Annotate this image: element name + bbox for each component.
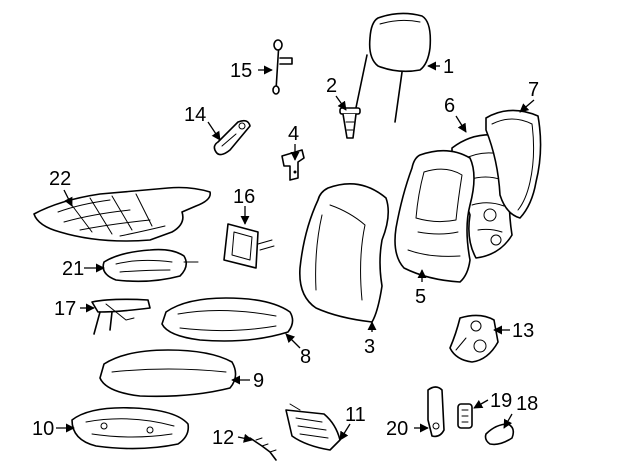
bracket-part — [281, 149, 305, 181]
handle-part — [213, 119, 251, 156]
seat-cover-part — [161, 297, 294, 342]
headrest-part — [352, 12, 432, 123]
seat-back-assembly-part — [394, 149, 475, 283]
callout-9: 9 — [253, 370, 264, 392]
callout-18: 18 — [516, 393, 538, 415]
switch-part — [457, 403, 473, 429]
switch-panel-part — [223, 223, 275, 269]
callout-14: 14 — [184, 104, 206, 126]
callout-20: 20 — [386, 418, 408, 440]
callout-5: 5 — [415, 286, 426, 308]
side-trim-part — [427, 386, 445, 438]
callout-21: 21 — [62, 258, 84, 280]
callout-16: 16 — [233, 186, 255, 208]
callout-4: 4 — [288, 123, 299, 145]
callout-3: 3 — [364, 336, 375, 358]
backrest-cushion-part — [299, 182, 390, 323]
seat-cushion-part — [99, 349, 237, 398]
harness-part — [249, 437, 277, 461]
headrest-guide-part — [339, 107, 361, 139]
recliner-part — [449, 314, 499, 363]
callout-22: 22 — [49, 168, 71, 190]
callout-17: 17 — [54, 298, 76, 320]
callout-1: 1 — [443, 56, 454, 78]
knob-part — [484, 423, 515, 446]
callout-10: 10 — [32, 418, 54, 440]
cushion-heater-part — [102, 248, 199, 283]
callout-19: 19 — [490, 390, 512, 412]
callout-2: 2 — [326, 75, 337, 97]
motor-part — [285, 403, 341, 451]
callout-7: 7 — [528, 79, 539, 101]
rod-part — [272, 39, 293, 95]
callout-12: 12 — [212, 427, 234, 449]
callout-11: 11 — [345, 404, 366, 426]
callout-13: 13 — [512, 320, 534, 342]
callout-15: 15 — [230, 60, 252, 82]
seat-pan-part — [71, 406, 190, 450]
callout-8: 8 — [300, 346, 311, 368]
back-panel-part — [485, 109, 542, 219]
heater-mat-part — [33, 186, 212, 242]
lever-part — [91, 298, 151, 335]
callout-6: 6 — [444, 95, 455, 117]
